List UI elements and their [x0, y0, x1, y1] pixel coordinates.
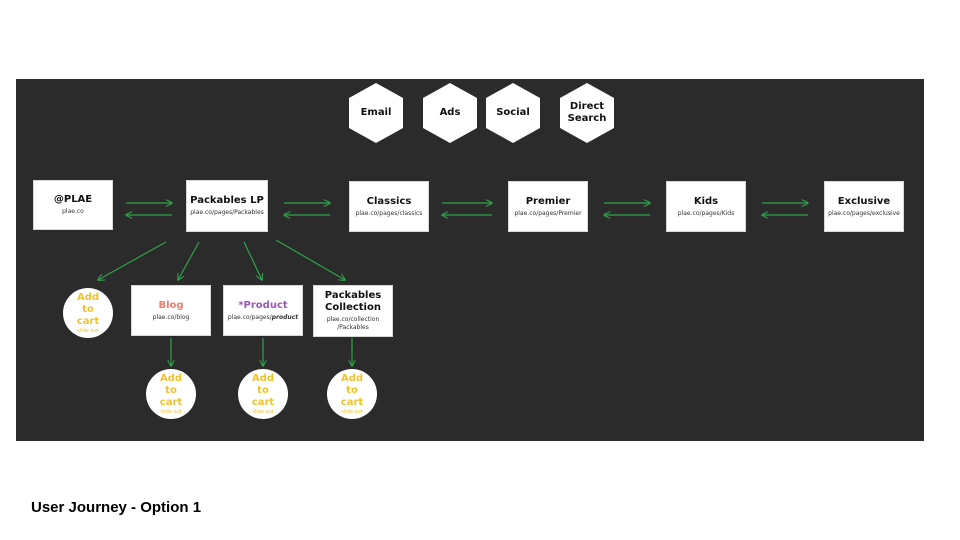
source-social-label: Social	[496, 107, 530, 118]
add-to-cart-sublabel: slide out	[77, 328, 99, 334]
add-to-cart-lp: Add to cart slide out	[63, 288, 113, 338]
page-exclusive-url: plae.co/pages/exclusive	[828, 209, 900, 217]
add-to-cart-sublabel: slide out	[341, 409, 363, 415]
page-packables-lp-url: plae.co/pages/Packables	[190, 209, 264, 216]
page-exclusive-title: Exclusive	[837, 195, 891, 207]
journey-diagram: Email Ads Social Direct Search @PLAE pla…	[16, 79, 924, 441]
page-premier-title: Premier	[525, 195, 571, 207]
arrow-lp-to-product	[243, 241, 262, 280]
source-social: Social	[486, 83, 540, 143]
page-packables-collection: Packables Collection plae.co/collection …	[313, 285, 393, 337]
page-product-url: plae.co/pages/product	[228, 314, 298, 322]
page-packables-collection-url: plae.co/collection /Packables	[326, 316, 380, 331]
add-to-cart-collection: Add to cart slide out	[327, 369, 377, 419]
add-to-cart-product: Add to cart slide out	[238, 369, 288, 419]
page-classics-url: plae.co/pages/classics	[355, 209, 423, 217]
add-to-cart-sublabel: slide out	[252, 409, 274, 415]
arrow-lp-to-blog	[178, 241, 200, 280]
page-product-title: *Product	[238, 299, 288, 311]
page-kids-title: Kids	[693, 195, 719, 207]
page-classics-title: Classics	[366, 195, 412, 207]
arrow-lp-to-collection	[275, 239, 345, 280]
source-direct-search-label: Direct Search	[567, 101, 607, 124]
page-exclusive: Exclusive plae.co/pages/exclusive	[824, 181, 904, 232]
page-premier: Premier plae.co/pages/Premier	[508, 181, 588, 232]
page-packables-lp: Packables LP plae.co/pages/Packables	[186, 180, 268, 232]
add-to-cart-label: Add to cart	[76, 292, 100, 327]
page-blog-url: plae.co/blog	[152, 313, 190, 321]
page-plae-title: @PLAE	[53, 194, 93, 205]
add-to-cart-label: Add to cart	[340, 373, 364, 408]
source-ads: Ads	[423, 83, 477, 143]
arrows-layer	[16, 79, 924, 441]
page-kids: Kids plae.co/pages/Kids	[666, 181, 746, 232]
page-packables-collection-title: Packables Collection	[324, 290, 382, 313]
add-to-cart-label: Add to cart	[251, 373, 275, 408]
page-plae: @PLAE plae.co	[33, 180, 113, 230]
page-product-url-prefix: plae.co/pages/	[227, 313, 272, 321]
source-direct-search: Direct Search	[560, 83, 614, 143]
page-premier-url: plae.co/pages/Premier	[514, 209, 582, 217]
page-classics: Classics plae.co/pages/classics	[349, 181, 429, 232]
page-plae-url: plae.co	[62, 208, 84, 215]
source-email-label: Email	[360, 107, 392, 118]
add-to-cart-blog: Add to cart slide out	[146, 369, 196, 419]
add-to-cart-sublabel: slide out	[160, 409, 182, 415]
page-product: *Product plae.co/pages/product	[223, 285, 303, 336]
source-email: Email	[349, 83, 403, 143]
page-blog: Blog plae.co/blog	[131, 285, 211, 336]
source-ads-label: Ads	[439, 107, 461, 118]
slide-caption: User Journey - Option 1	[31, 499, 202, 516]
arrow-lp-to-cart	[98, 241, 167, 280]
page-kids-url: plae.co/pages/Kids	[677, 209, 735, 217]
add-to-cart-label: Add to cart	[159, 373, 183, 408]
page-blog-title: Blog	[158, 299, 184, 311]
page-product-url-emph: product	[271, 313, 299, 321]
page-packables-lp-title: Packables LP	[190, 195, 264, 206]
